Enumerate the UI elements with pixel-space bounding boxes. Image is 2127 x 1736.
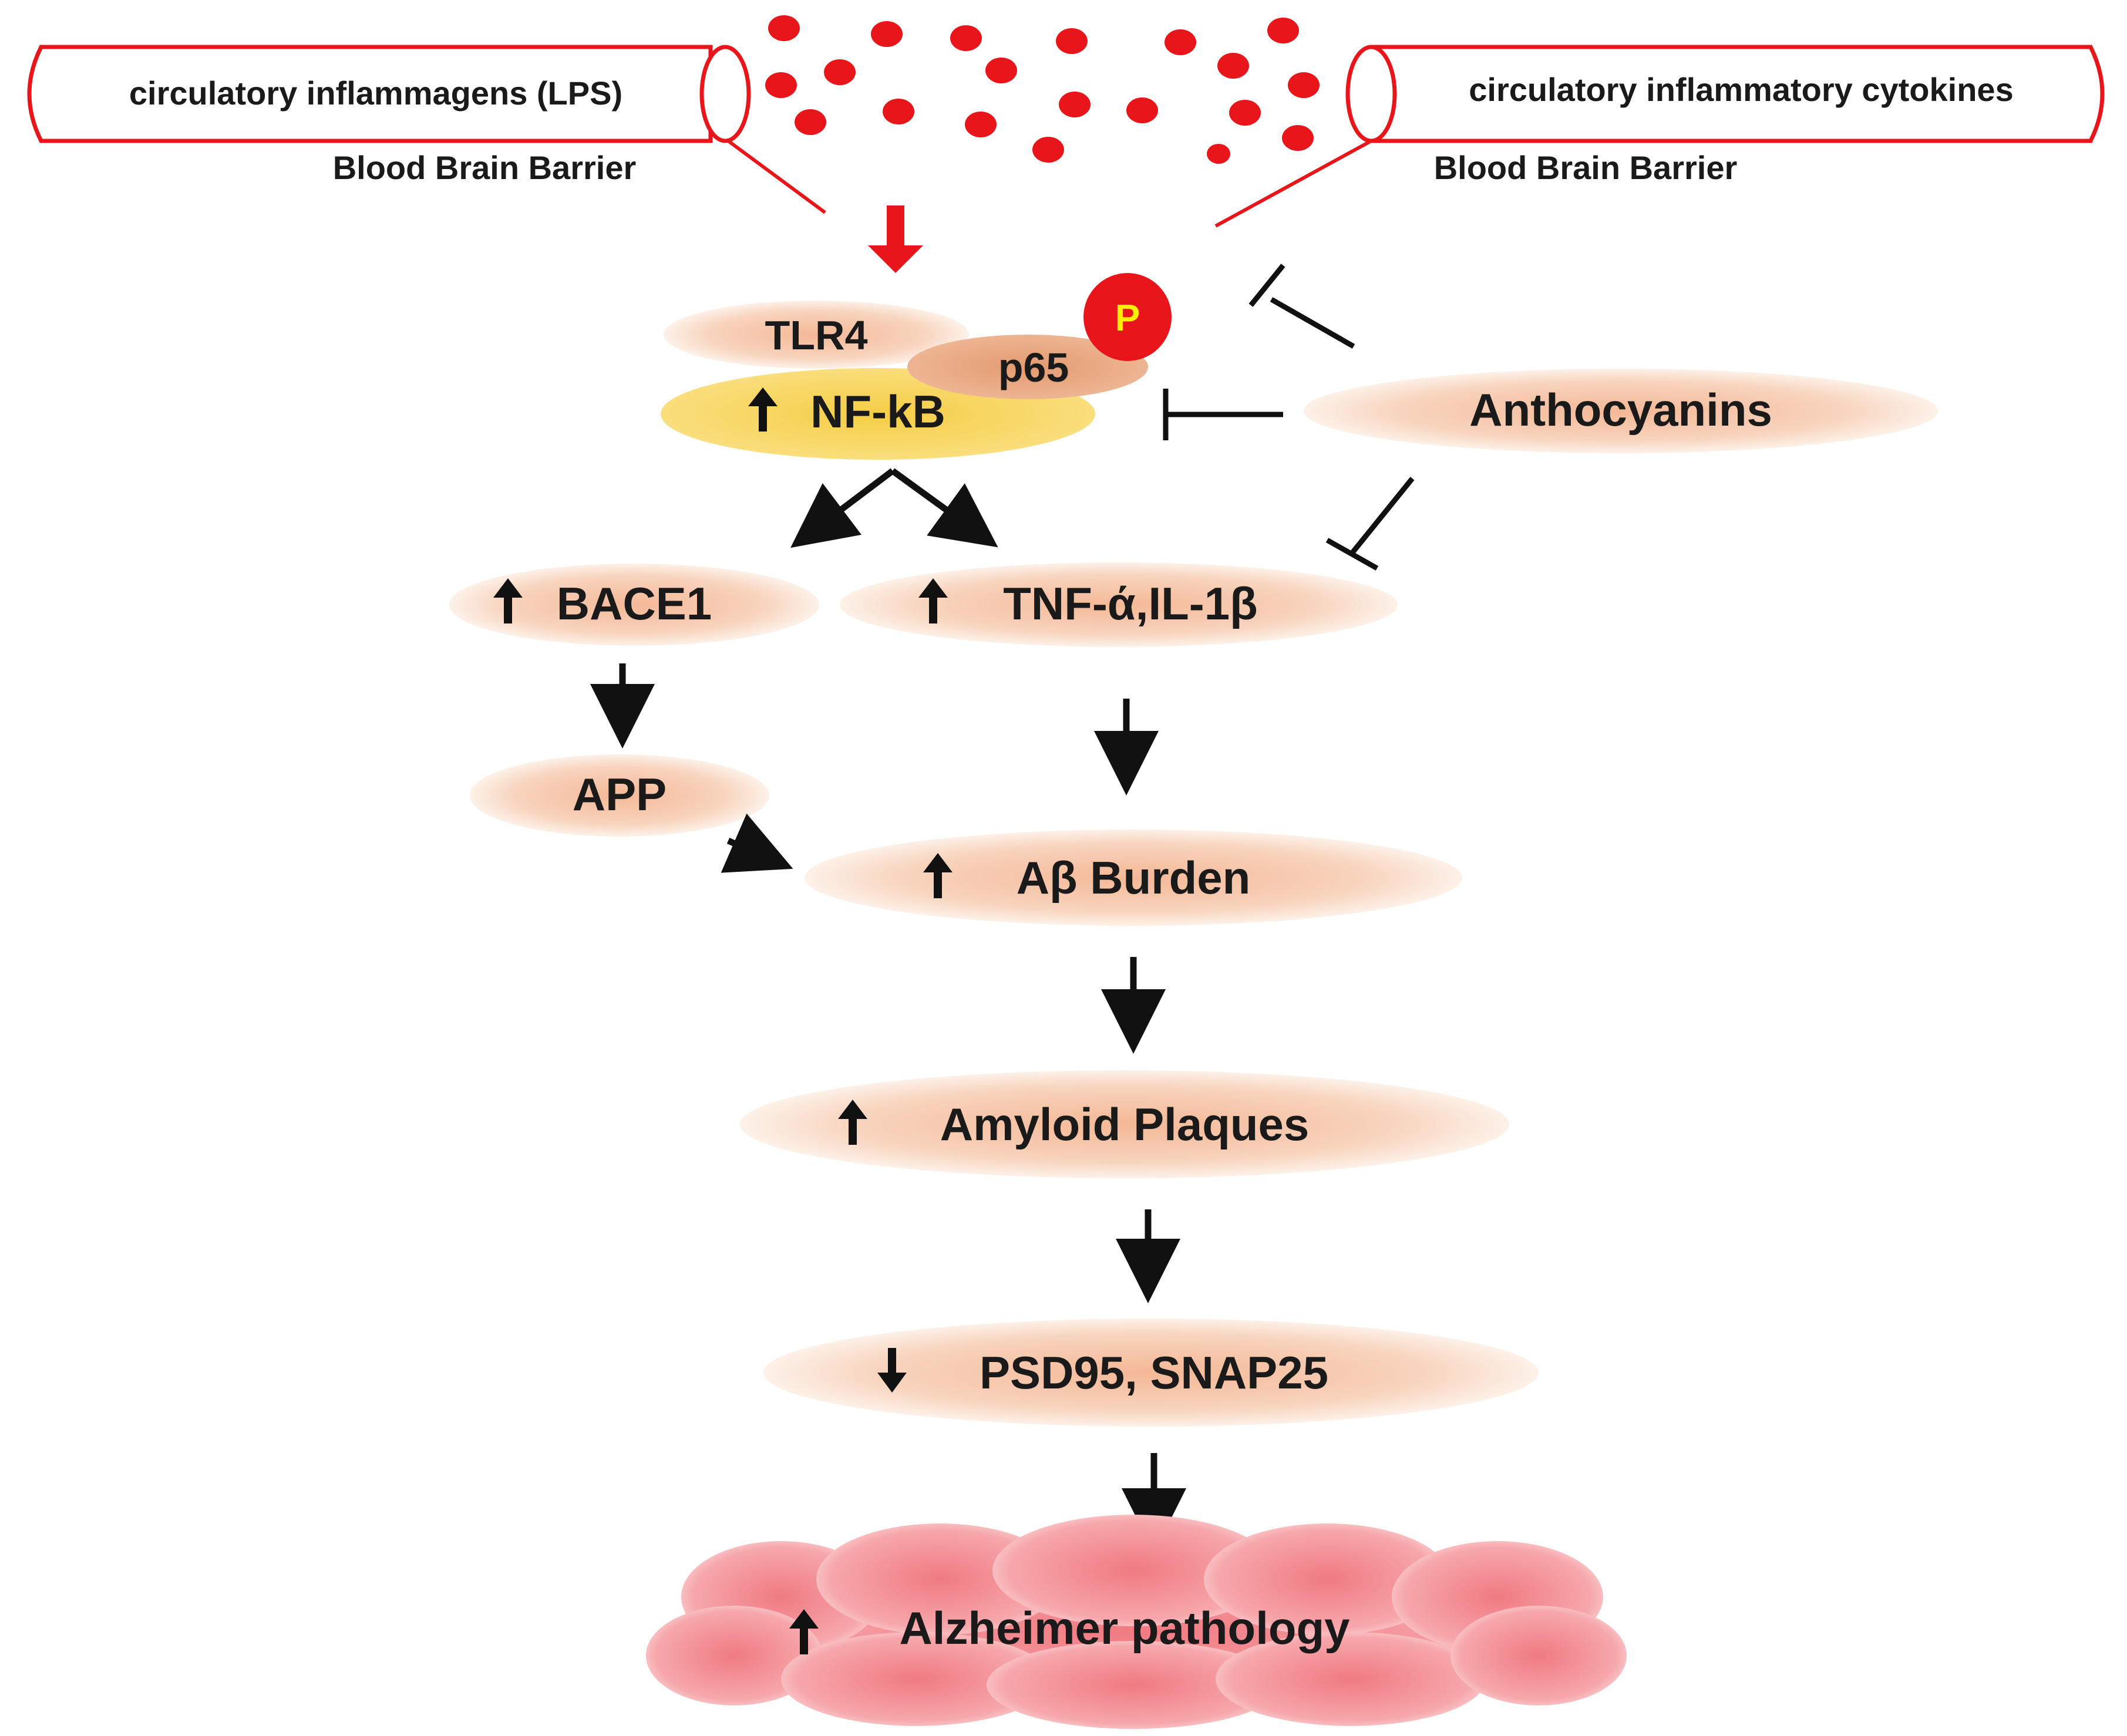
plaques-up-arrow-icon (838, 1100, 867, 1145)
tlr4-label: TLR4 (765, 312, 868, 358)
bace1-up-arrow-icon (493, 578, 523, 623)
tlr4-node (664, 301, 969, 369)
tnf-up-arrow-icon (918, 578, 948, 623)
barrier-line-left (727, 139, 826, 214)
phosphate-label: P (1115, 296, 1140, 339)
vessel-right-label: circulatory inflammatory cytokines (1469, 71, 2013, 108)
outcome-cloud (646, 1515, 1627, 1729)
blood-brain-barrier-right-label: Blood Brain Barrier (1434, 149, 1738, 186)
bace1-node (449, 564, 819, 646)
anthocyanins-label: Anthocyanins (1469, 384, 1772, 436)
vessel-left-label: circulatory inflammagens (LPS) (129, 75, 622, 112)
synaptic-node (763, 1319, 1539, 1427)
p65-node (907, 335, 1148, 399)
inhibition-to-tnf (1325, 477, 1415, 571)
inhibition-to-nfkb (1163, 389, 1283, 440)
phosphate-node (1083, 273, 1172, 361)
synaptic-down-arrow-icon (877, 1348, 907, 1393)
nfkb-up-arrow-icon (748, 387, 778, 432)
blood-brain-barrier-left-label: Blood Brain Barrier (333, 149, 637, 186)
vessel-left: circulatory inflammagens (LPS) (27, 45, 751, 143)
outcome-label: Alzheimer pathology (899, 1602, 1349, 1654)
abeta-up-arrow-icon (923, 853, 953, 898)
tnf-label: TNF-ά,IL-1β (1003, 578, 1258, 629)
plaques-label: Amyloid Plaques (940, 1098, 1310, 1150)
arrow-nfkb-to-bace1 (790, 468, 895, 548)
app-label: APP (573, 768, 667, 820)
nfkb-label: NF-kB (810, 386, 945, 437)
arrow-app-to-abeta (721, 813, 793, 873)
synaptic-label: PSD95, SNAP25 (980, 1347, 1328, 1398)
outcome-up-arrow-icon (789, 1609, 819, 1654)
inflammagen-particles (765, 15, 1320, 164)
abeta-label: Aβ Burden (1017, 852, 1251, 904)
plaques-node (740, 1070, 1509, 1178)
vessel-right: circulatory inflammatory cytokines (1345, 45, 2105, 143)
app-node (470, 754, 769, 837)
inhibition-to-barrier (1248, 264, 1355, 349)
arrow-nfkb-to-tnf (890, 468, 998, 548)
tnf-node (840, 562, 1398, 647)
p65-label: p65 (998, 345, 1069, 390)
abeta-node (805, 830, 1462, 926)
bace1-label: BACE1 (557, 578, 712, 629)
anthocyanins-node (1304, 369, 1938, 453)
barrier-line-right (1214, 139, 1372, 228)
red-down-arrow (868, 205, 923, 273)
